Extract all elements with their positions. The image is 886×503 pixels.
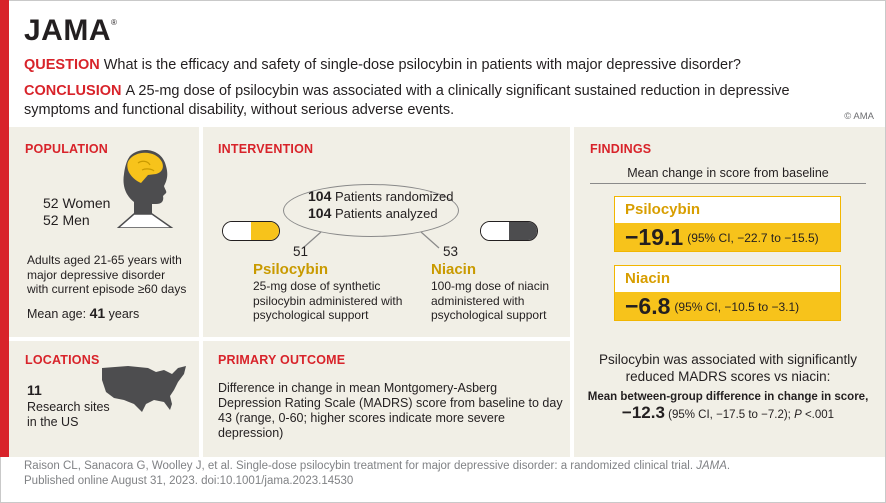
population-description: Adults aged 21-65 years with major depre… xyxy=(27,253,187,296)
divider xyxy=(199,127,203,457)
population-women: 52 Women xyxy=(43,195,111,211)
gray-capsule-icon xyxy=(480,221,538,241)
allocation-arrows xyxy=(302,231,440,249)
locations-title: LOCATIONS xyxy=(25,353,100,367)
intervention-title: INTERVENTION xyxy=(218,142,314,156)
us-map-icon xyxy=(102,366,186,412)
findings-summary: Psilocybin was associated with significa… xyxy=(598,352,858,384)
niacin-n: 53 xyxy=(443,244,459,259)
journal-logo: JAMA® xyxy=(24,14,118,47)
citation: Raison CL, Sanacora G, Woolley J, et al.… xyxy=(24,460,731,487)
findings-difference: −12.3 (95% CI, −17.5 to −7.2); P <.001 xyxy=(621,403,835,422)
findings-title: FINDINGS xyxy=(590,142,652,156)
niacin-result: Niacin −6.8(95% CI, −10.5 to −3.1) xyxy=(614,265,841,321)
population-men: 52 Men xyxy=(43,212,90,228)
head-profile-icon xyxy=(116,150,174,228)
randomized-count: 104 Patients randomized xyxy=(308,188,454,204)
yellow-capsule-icon xyxy=(222,221,280,241)
question-text: What is the efficacy and safety of singl… xyxy=(103,57,741,73)
locations-count: 11 xyxy=(27,382,42,398)
psilocybin-group-name: Psilocybin xyxy=(253,261,329,278)
niacin-result-ci: (95% CI, −10.5 to −3.1) xyxy=(674,299,800,314)
primary-outcome-title: PRIMARY OUTCOME xyxy=(218,353,346,367)
niacin-result-value: −6.8 xyxy=(625,293,671,319)
niacin-description: 100-mg dose of niacin administered with … xyxy=(431,279,550,322)
locations-description: Research sites in the US xyxy=(27,400,110,429)
psilocybin-description: 25-mg dose of synthetic psilocybin admin… xyxy=(253,279,403,322)
findings-difference-label: Mean between-group difference in change … xyxy=(587,391,869,403)
psilocybin-result-ci: (95% CI, −22.7 to −15.5) xyxy=(687,230,819,245)
findings-subtitle: Mean change in score from baseline xyxy=(627,166,829,180)
psilocybin-n: 51 xyxy=(293,244,309,259)
niacin-group-name: Niacin xyxy=(431,261,477,278)
conclusion-label: CONCLUSION xyxy=(24,83,122,99)
population-title: POPULATION xyxy=(25,142,109,156)
primary-outcome-text: Difference in change in mean Montgomery-… xyxy=(218,381,563,440)
question-label: QUESTION xyxy=(24,57,100,73)
psilocybin-result-name: Psilocybin xyxy=(625,201,701,218)
divider xyxy=(570,127,574,457)
findings-underline xyxy=(590,183,866,184)
conclusion-text: A 25-mg dose of psilocybin was associate… xyxy=(24,83,790,118)
psilocybin-result: Psilocybin −19.1(95% CI, −22.7 to −15.5) xyxy=(614,196,841,252)
copyright: © AMA xyxy=(844,111,874,122)
psilocybin-result-value-row: −19.1(95% CI, −22.7 to −15.5) xyxy=(615,223,840,251)
niacin-result-name: Niacin xyxy=(625,270,671,287)
population-mean-age: Mean age: 41 years xyxy=(27,305,140,321)
enrollment-ellipse xyxy=(283,184,459,237)
psilocybin-result-value: −19.1 xyxy=(625,224,684,250)
analyzed-count: 104 Patients analyzed xyxy=(308,205,438,221)
accent-bar xyxy=(0,0,9,457)
divider xyxy=(9,337,570,341)
niacin-result-value-row: −6.8(95% CI, −10.5 to −3.1) xyxy=(615,292,840,320)
